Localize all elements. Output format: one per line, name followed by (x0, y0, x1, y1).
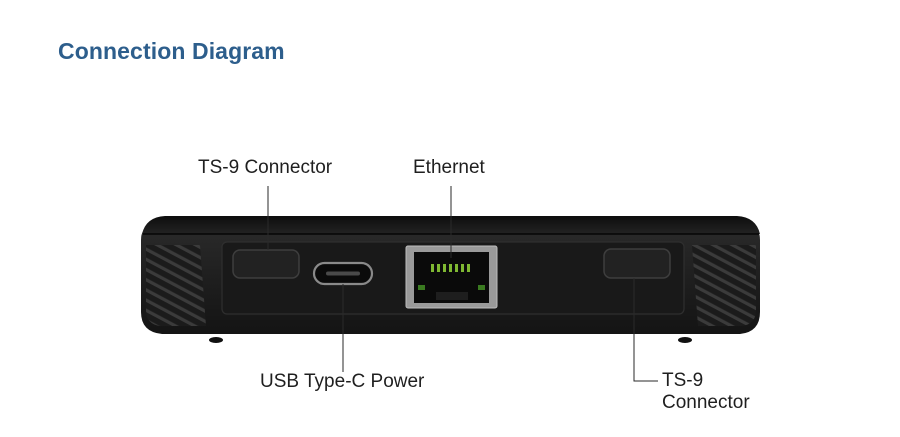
diagram-title: Connection Diagram (58, 38, 285, 64)
label-ts9-right-line1: TS-9 (662, 370, 704, 391)
usb-c-tongue (326, 271, 360, 276)
vent-grille-right (692, 245, 756, 326)
label-ts9-right-line2: Connector (662, 392, 750, 413)
device-foot-left (209, 337, 223, 343)
label-ts9-connector-top: TS-9 Connector (198, 157, 333, 178)
ethernet-led-right (478, 285, 485, 290)
ethernet-pins (431, 264, 470, 272)
ethernet-led-left (418, 285, 425, 290)
vent-grille-left (146, 245, 206, 326)
ts9-connector-left-port (232, 249, 300, 279)
ts9-connector-right-port (603, 248, 671, 279)
label-ethernet: Ethernet (413, 157, 485, 178)
leader-line-ts9-right (633, 278, 658, 382)
label-usb-type-c-power: USB Type-C Power (260, 371, 425, 392)
label-ts9-connector-right: TS-9 Connector (662, 370, 750, 414)
ethernet-latch-slot (436, 292, 468, 300)
device-foot-right (678, 337, 692, 343)
